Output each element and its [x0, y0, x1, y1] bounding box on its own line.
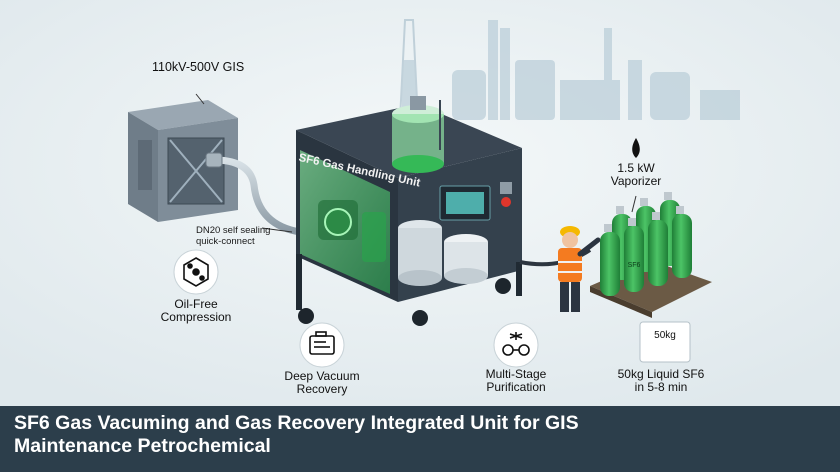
liquid-sf6-label: 50kg Liquid SF6 in 5-8 min — [596, 367, 726, 395]
tank-badge-box — [639, 321, 691, 363]
footer-title-line2: Maintenance Petrochemical — [14, 435, 271, 457]
vaporizer-power: 1.5 kW — [617, 161, 655, 175]
worker — [558, 226, 601, 312]
gis-cabinet — [128, 100, 238, 222]
cylinder-marking: SF6 — [627, 262, 641, 269]
deep-vacuum-line1: Deep Vacuum — [284, 369, 360, 383]
liquid-line1: 50kg Liquid SF6 — [617, 367, 705, 381]
footer-title-bar: SF6 Gas Vacuming and Gas Recovery Integr… — [0, 406, 840, 472]
footer-title-line1: SF6 Gas Vacuming and Gas Recovery Integr… — [14, 412, 579, 434]
quick-connect-line2: quick-connect — [196, 235, 255, 247]
leader-quick-connect — [261, 227, 293, 233]
gear-network-icon — [183, 257, 209, 287]
sf6-handling-unit — [296, 96, 522, 326]
vaporizer-name: Vaporizer — [610, 174, 662, 189]
oil-free-line2: Compression — [160, 310, 232, 325]
scene-illustration — [0, 0, 840, 406]
quick-connect-label: DN20 self sealing quick-connect — [196, 225, 282, 247]
multi-stage-line1: Multi-Stage — [485, 367, 547, 381]
liquid-line2: in 5-8 min — [634, 380, 688, 395]
leader-vaporizer — [631, 195, 637, 213]
multi-stage-label: Multi-Stage Purification — [466, 367, 566, 395]
gis-voltage-label: 110kV-500V GIS — [152, 60, 245, 74]
multi-stage-line2: Purification — [486, 380, 546, 395]
deep-vacuum-icon-bg — [299, 322, 345, 368]
sf6-cylinders — [600, 192, 692, 296]
cylinder-pallet — [590, 192, 712, 318]
deep-vacuum-label: Deep Vacuum Recovery — [272, 369, 372, 397]
gis-hose — [210, 156, 304, 236]
oil-free-line1: Oil-Free — [174, 297, 218, 311]
quick-connect-fitting — [205, 152, 223, 168]
deep-vacuum-line2: Recovery — [296, 382, 348, 397]
flame-icon — [632, 138, 640, 158]
gauge-panel-icon — [309, 331, 335, 355]
quick-connect-line1: DN20 self sealing — [196, 225, 271, 236]
purification-icon-bg — [493, 322, 539, 368]
tank-badge-label: 50kg — [654, 330, 676, 341]
vaporizer-label: 1.5 kW Vaporizer — [596, 161, 676, 189]
leader-gis — [195, 93, 205, 105]
oil-free-label: Oil-Free Compression — [146, 297, 246, 325]
footer-title: SF6 Gas Vacuming and Gas Recovery Integr… — [14, 412, 840, 458]
goggles-icon — [502, 332, 530, 356]
